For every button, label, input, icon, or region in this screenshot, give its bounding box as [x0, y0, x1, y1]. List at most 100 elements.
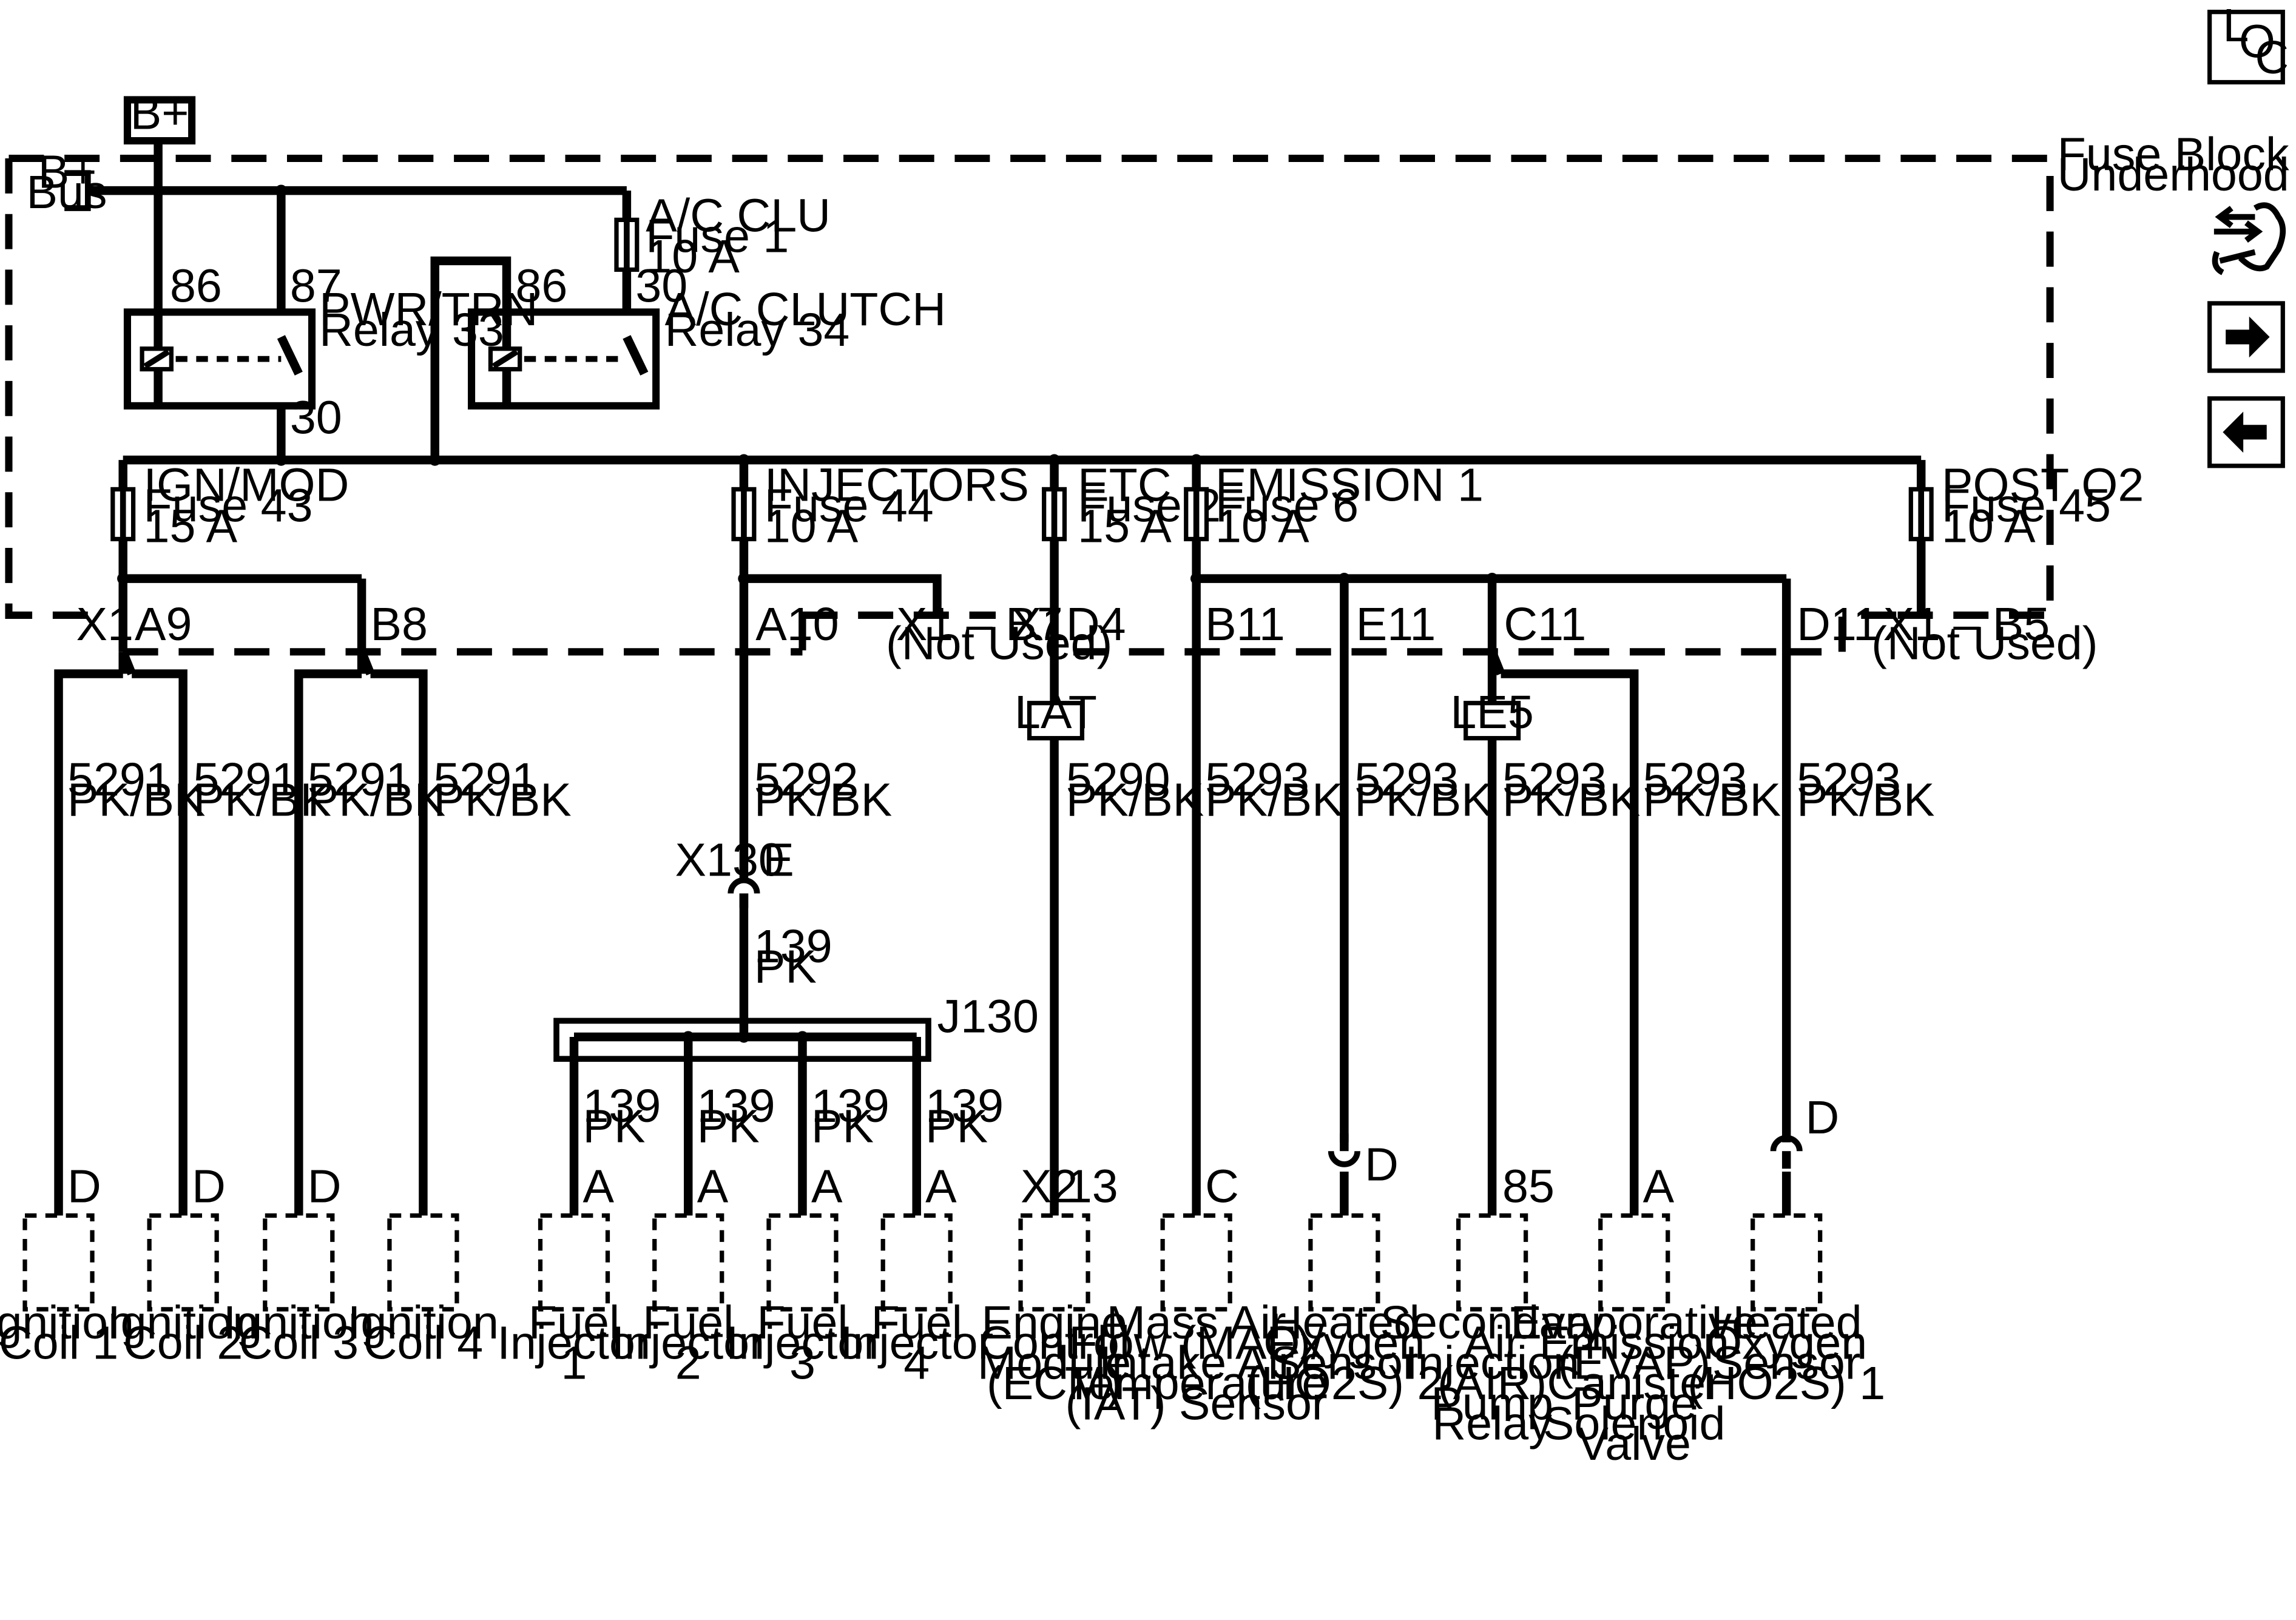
component-label: Ignition: [348, 1297, 499, 1349]
wire-color: PK/BK: [1066, 774, 1204, 826]
wire-label: 5293: [1205, 754, 1309, 806]
loc-letter-c: C: [2255, 32, 2289, 84]
pin-label: A: [811, 1161, 843, 1213]
component-label: Air: [1464, 1317, 1521, 1369]
component-label: Fuel: [757, 1297, 848, 1349]
wire-label: 5291: [308, 754, 412, 806]
connector-ho2s2-inline: D: [1328, 1133, 1399, 1190]
battery-positive: B+ B+ Bus: [26, 87, 196, 218]
loc-letter-o: O: [2239, 15, 2275, 67]
wire-label: 5290: [1066, 754, 1170, 806]
wire-color: PK/BK: [1502, 774, 1640, 826]
component-label: Intake Air: [1099, 1337, 1294, 1389]
bplus-label: B+: [130, 87, 189, 140]
component-box: [766, 1213, 839, 1312]
arrow-left-icon[interactable]: [2207, 396, 2285, 468]
wire-color: PK/BK: [1354, 774, 1492, 826]
pin-label: C: [1205, 1161, 1239, 1213]
component-label: 2: [675, 1337, 701, 1389]
relay34-label-1: A/C CLUTCH: [665, 283, 946, 336]
component-label: Coil 2: [123, 1317, 243, 1369]
wire-label: 139: [754, 920, 832, 973]
component-label: Flow (MAF)/: [1069, 1317, 1324, 1369]
conn-not-used-2: (Not Used): [1871, 617, 2098, 669]
conn-d11: D11: [1797, 598, 1879, 650]
ho2s1-inline-pin: D: [1806, 1092, 1840, 1144]
component-label: Temperature: [1065, 1357, 1328, 1409]
pin-label: D: [308, 1161, 342, 1213]
relay34-pin86: 86: [515, 260, 567, 312]
component-box: [147, 1213, 219, 1312]
component-evap: EvaporativeEmission(EVAP)CanisterPurgeSo…: [1510, 1213, 1758, 1470]
pwr-trn-relay: 86 87 30 PWR/TRN Relay 33: [123, 260, 538, 444]
component-label: Valve: [1577, 1418, 1690, 1470]
component-box: [263, 1213, 335, 1312]
connector-labels: X1 A9 B8 A10 X1 – B7 (Not Used) X1 D4 B1…: [76, 598, 2098, 669]
component-label: Secondary: [1380, 1297, 1605, 1349]
component-box: [1308, 1213, 1380, 1312]
component-box: [387, 1213, 459, 1312]
wire-color: PK: [754, 941, 817, 993]
component-label: (ECM): [987, 1357, 1122, 1409]
wire-label: 5293: [1797, 754, 1901, 806]
component-label: Injector: [497, 1317, 650, 1369]
conn-c11: C11: [1504, 598, 1586, 650]
fuse-ac-clu: A/C CLU Fuse 1 10 A: [614, 190, 831, 283]
bplus-bus-label-2: Bus: [26, 166, 107, 218]
conn-a9: A9: [135, 598, 192, 650]
x130-pin: E: [763, 834, 794, 886]
fuse-post-label: POST O2: [1942, 459, 2144, 511]
wire-color: PK/BK: [308, 774, 445, 826]
fuse-post-o2: POST O2 Fuse 45 10 A: [1908, 459, 2144, 552]
wire-labels: 5291 PK/BK 5291 PK/BK 5291 PK/BK 5291 PK…: [67, 754, 1935, 1153]
fuse-inj-rating: 10 A: [765, 500, 859, 552]
component-label: (IAT) Sensor: [1065, 1377, 1328, 1429]
conn-a10: A10: [755, 598, 839, 650]
component-label: Fuel: [871, 1297, 962, 1349]
component-label: Injector: [726, 1317, 879, 1369]
fuse-etc-rating: 15 A: [1078, 500, 1172, 552]
x130-label: X130: [675, 834, 785, 886]
fuse-etc-label: ETC: [1078, 459, 1171, 511]
component-pins: D D D A A A A X2 13 C 85 A: [67, 1161, 1675, 1213]
conn-d4: D4: [1066, 598, 1126, 650]
component-box: [22, 1213, 95, 1312]
component-label: (HO2S) 1: [1687, 1357, 1885, 1409]
component-label: Oxygen: [1263, 1317, 1425, 1369]
wire-label: 5293: [1643, 754, 1747, 806]
conn-b11: B11: [1205, 598, 1285, 650]
wire-label: 5292: [754, 754, 859, 806]
wire-label: 5291: [194, 754, 298, 806]
relay34-pin30: 30: [635, 260, 687, 312]
component-label: (EVAP): [1558, 1337, 1710, 1389]
component-label: Engine: [981, 1297, 1127, 1349]
component-label: Injector: [612, 1317, 765, 1369]
component-box: [1751, 1213, 1823, 1312]
service-info-icon[interactable]: [2212, 202, 2286, 275]
component-label: Heated: [1269, 1297, 1420, 1349]
fuse-inj-number: Fuse 44: [765, 480, 934, 532]
component-label: Control: [979, 1317, 1130, 1369]
location-icon[interactable]: L O C: [2207, 0, 2289, 85]
component-label: Sensor: [1270, 1337, 1419, 1389]
component-label: Fuel: [643, 1297, 734, 1349]
wire-label: 5293: [1354, 754, 1459, 806]
component-label: Coil 1: [0, 1317, 118, 1369]
fuse-ign-mod: IGN/MOD Fuse 43 15 A: [110, 459, 349, 552]
loc-letter-l: L: [2223, 0, 2249, 52]
component-label: (AIR): [1437, 1357, 1547, 1409]
component-label: Ignition: [0, 1297, 134, 1349]
wire-color: PK: [697, 1101, 760, 1153]
component-box: [538, 1213, 610, 1312]
arrow-right-icon[interactable]: [2207, 301, 2285, 373]
relay33-pin87: 87: [290, 260, 342, 312]
component-label: 1: [561, 1337, 587, 1389]
wire-label: 139: [697, 1080, 775, 1132]
